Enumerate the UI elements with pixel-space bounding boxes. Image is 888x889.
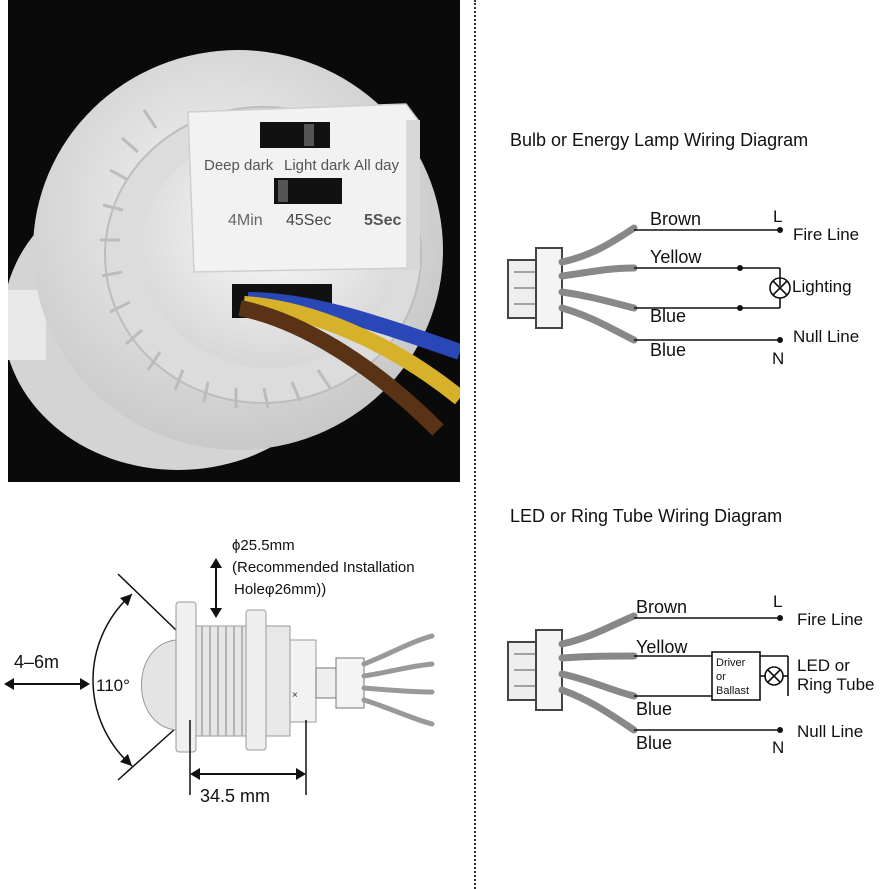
d2-fire-line: Fire Line — [797, 610, 864, 629]
driver-text-0: Driver — [716, 657, 746, 669]
time-label-0: 4Min — [228, 212, 263, 229]
mode-switch[interactable] — [260, 122, 330, 148]
dim-angle: 110° — [96, 676, 130, 695]
svg-text:×: × — [292, 690, 298, 701]
d1-wire-blue-1: Blue — [650, 306, 687, 326]
sensor-thread — [195, 625, 247, 737]
mode-label-1: Light dark — [284, 157, 350, 174]
dim-diameter: ϕ25.5mm — [232, 537, 295, 554]
wire-yellow — [243, 296, 460, 405]
mode-label-2: All day — [354, 157, 400, 174]
dim-length: 34.5 mm — [200, 786, 271, 806]
driver-ballast-box — [711, 651, 761, 701]
dotted-divider — [474, 0, 476, 889]
d2-wire-blue-1: Blue — [636, 699, 673, 719]
driver-text-1: or — [716, 671, 726, 683]
dimension-drawing: × — [4, 558, 435, 795]
d1-wire-brown: Brown — [650, 209, 702, 229]
diagram1-title: Bulb or Energy Lamp Wiring Diagram — [510, 130, 809, 150]
sensor-photo-illustration: Deep dark Light dark All day 4Min 45Sec … — [8, 0, 460, 482]
dim-recommended: (Recommended Installation — [232, 559, 415, 576]
product-photo: Deep dark Light dark All day 4Min 45Sec … — [8, 0, 460, 482]
driver-text-2: Ballast — [716, 685, 749, 697]
d2-wire-blue-2: Blue — [636, 733, 673, 753]
dim-range: 4–6m — [14, 652, 60, 672]
diagram1-wiring — [507, 224, 791, 344]
sensor-flange — [175, 601, 197, 753]
d1-wire-blue-2: Blue — [650, 340, 687, 360]
d2-wire-yellow: Yellow — [636, 637, 688, 657]
d2-led-label-2: Ring Tube — [797, 675, 875, 694]
mode-label-0: Deep dark — [204, 157, 274, 174]
d1-terminal-N: N — [772, 349, 785, 368]
time-label-2: 5Sec — [364, 212, 401, 229]
connector-plug — [507, 641, 537, 701]
d2-null-line: Null Line — [797, 722, 864, 741]
lock-nut — [245, 609, 267, 751]
d1-fire-line: Fire Line — [793, 225, 860, 244]
d2-terminal-N: N — [772, 738, 785, 757]
d2-terminal-L: L — [773, 592, 783, 611]
d1-terminal-L: L — [773, 207, 783, 226]
d2-wire-brown: Brown — [636, 597, 688, 617]
connector-plug — [507, 259, 537, 319]
d1-null-line: Null Line — [793, 327, 860, 346]
dim-hole: Holeφ26mm)) — [234, 581, 327, 598]
time-label-1: 45Sec — [286, 212, 331, 229]
wire-brown — [238, 300, 444, 436]
d2-led-label-1: LED or — [797, 656, 850, 675]
diagram2-title: LED or Ring Tube Wiring Diagram — [510, 506, 783, 526]
d1-wire-yellow: Yellow — [650, 247, 702, 267]
diagram2-wiring: Driver or Ballast — [507, 612, 789, 734]
d1-lighting: Lighting — [792, 277, 852, 296]
sensor-dome — [141, 639, 177, 731]
